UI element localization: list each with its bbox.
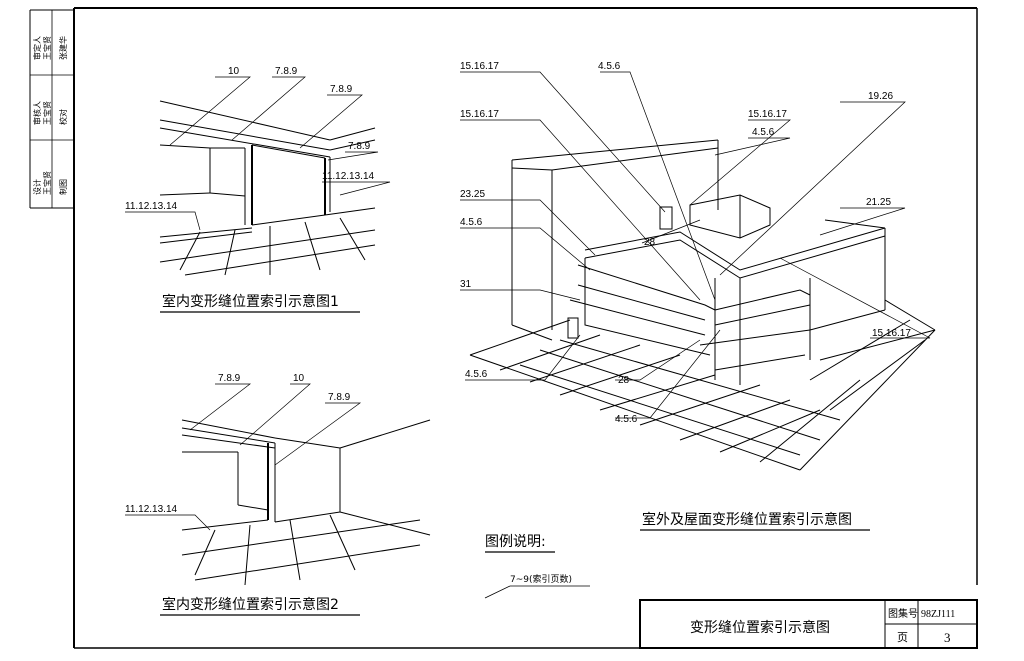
figure-3-leaders [460, 71, 931, 419]
index-label: 15.16.17 [748, 109, 787, 120]
figure-3-caption: 室外及屋面变形缝位置索引示意图 [642, 511, 852, 528]
index-label: 15.16.17 [872, 328, 911, 339]
index-label: 4.5.6 [752, 127, 775, 138]
index-label: 7.8.9 [348, 141, 371, 152]
drawing-title: 变形缝位置索引示意图 [690, 619, 830, 636]
figure-2-leaders [125, 383, 362, 531]
index-label: 28 [644, 237, 656, 248]
index-label: 28 [618, 375, 630, 386]
index-label: 4.5.6 [460, 217, 483, 228]
index-label: 10 [293, 373, 305, 384]
figure-2-drawing [181, 419, 431, 586]
index-label: 7.8.9 [218, 373, 241, 384]
index-label: 15.16.17 [460, 61, 499, 72]
index-label: 7.8.9 [328, 392, 351, 403]
index-label: 10 [228, 66, 240, 77]
title-block-frame [639, 599, 978, 649]
index-label: 11.12.13.14 [125, 201, 178, 212]
index-label: 7.8.9 [330, 84, 353, 95]
figure-1-drawing [159, 100, 376, 276]
index-label: 4.5.6 [615, 414, 638, 425]
figure-3-labels: 15.16.17 4.5.6 15.16.17 15.16.17 4.5.6 1… [460, 61, 911, 425]
legend-example: 7~9(索引页数) [510, 573, 572, 585]
margin-label: 设计 [32, 179, 42, 195]
index-label: 11.12.13.14 [125, 504, 178, 515]
index-label: 15.16.17 [460, 109, 499, 120]
index-label: 11.12.13.14 [322, 171, 375, 182]
atlas-label: 图集号 [888, 607, 918, 620]
margin-label: 王宝贤 [42, 171, 52, 195]
figure-1-leaders [125, 76, 391, 231]
index-label: 7.8.9 [275, 66, 298, 77]
legend-leader [484, 585, 590, 599]
index-label: 19.26 [868, 91, 893, 102]
index-label: 21.25 [866, 197, 891, 208]
figure-2-labels: 7.8.9 10 7.8.9 11.12.13.14 [125, 373, 351, 515]
page-number: 3 [944, 630, 951, 645]
index-label: 4.5.6 [598, 61, 621, 72]
figure-1-caption: 室内变形缝位置索引示意图1 [162, 293, 339, 310]
margin-signoff: 审定人 王宝贤 张建华 审核人 王宝贤 校对 设计 王宝贤 制图 [32, 36, 68, 195]
margin-label: 王宝贤 [42, 36, 52, 60]
figure-3-drawing [469, 139, 936, 471]
sheet-frame [29, 7, 978, 649]
figure-2-caption: 室内变形缝位置索引示意图2 [162, 596, 339, 613]
margin-label: 王宝贤 [42, 101, 52, 125]
atlas-number: 98ZJ111 [921, 609, 955, 620]
index-label: 31 [460, 279, 472, 290]
index-label: 4.5.6 [465, 369, 488, 380]
page-label: 页 [897, 631, 908, 644]
figure-1-labels: 10 7.8.9 7.8.9 7.8.9 11.12.13.14 11.12.1… [125, 66, 375, 212]
index-label: 23.25 [460, 189, 485, 200]
legend-title: 图例说明: [485, 534, 546, 550]
margin-label: 制图 [58, 179, 68, 195]
margin-label: 审核人 [32, 101, 42, 125]
margin-label: 校对 [58, 109, 68, 125]
margin-label: 张建华 [58, 36, 68, 60]
margin-label: 审定人 [32, 36, 42, 60]
